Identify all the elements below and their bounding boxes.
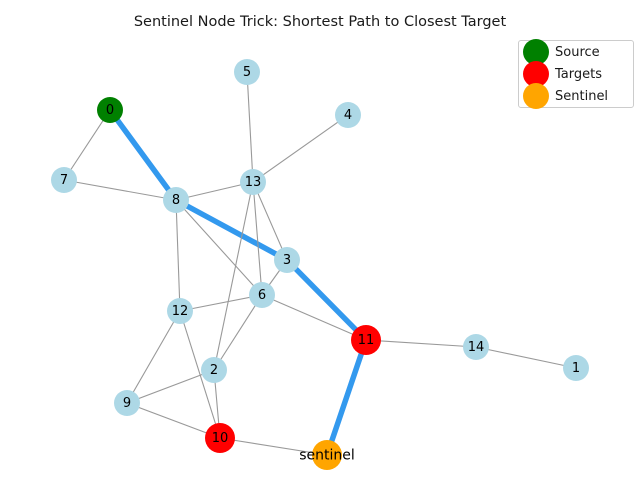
graph-node-11[interactable] (351, 325, 381, 355)
graph-edge (63, 109, 111, 181)
graph-edge-highlighted (324, 337, 369, 458)
graph-edge (475, 346, 577, 369)
graph-edge (175, 181, 254, 201)
graph-node-3[interactable] (274, 247, 300, 273)
legend-swatch-sentinel (523, 83, 549, 109)
legend-label-source: Source (555, 44, 600, 60)
graph-edge (126, 369, 215, 404)
graph-edge (213, 294, 263, 371)
graph-node-7[interactable] (51, 167, 77, 193)
legend-label-targets: Targets (555, 66, 602, 82)
legend: Source Targets Sentinel (518, 39, 634, 109)
graph-edge (365, 339, 477, 348)
graph-node-2[interactable] (201, 357, 227, 383)
graph-node-14[interactable] (463, 334, 489, 360)
graph-edge-highlighted (107, 107, 179, 203)
graph-edge (175, 199, 181, 312)
graph-node-13[interactable] (240, 169, 266, 195)
graph-node-4[interactable] (335, 102, 361, 128)
graph-node-5[interactable] (234, 59, 260, 85)
graph-edge (252, 181, 263, 296)
page-title: Sentinel Node Trick: Shortest Path to Cl… (133, 14, 507, 30)
graph-node-12[interactable] (167, 298, 193, 324)
graph-edge (126, 310, 181, 404)
graph-edge (252, 114, 349, 183)
graph-edge (179, 310, 221, 439)
graph-edge (179, 294, 263, 312)
graph-edge (219, 437, 328, 456)
graph-edge (175, 199, 263, 296)
graph-edge (126, 402, 221, 439)
edge-layer (63, 71, 577, 458)
graph-edge (252, 181, 288, 261)
graph-edge (246, 71, 254, 183)
graph-node-1[interactable] (563, 355, 589, 381)
graph-edge (261, 294, 367, 341)
graph-node-sentinel[interactable] (312, 440, 342, 470)
graph-edge-highlighted (173, 197, 290, 263)
legend-item-targets: Targets (519, 61, 633, 87)
graph-node-8[interactable] (163, 187, 189, 213)
legend-swatch-source (523, 39, 549, 65)
graph-edge-highlighted (284, 257, 369, 343)
graph-node-9[interactable] (114, 390, 140, 416)
graph-edge (213, 181, 254, 371)
graph-node-0[interactable] (97, 97, 123, 123)
legend-swatch-targets (523, 61, 549, 87)
graph-node-10[interactable] (205, 423, 235, 453)
legend-item-source: Source (519, 39, 633, 65)
node-layer (51, 59, 589, 470)
graph-node-label-sentinel: sentinel (299, 448, 355, 464)
graph-edge (63, 179, 177, 201)
legend-item-sentinel: Sentinel (519, 83, 633, 109)
graph-node-6[interactable] (249, 282, 275, 308)
legend-label-sentinel: Sentinel (555, 88, 609, 104)
